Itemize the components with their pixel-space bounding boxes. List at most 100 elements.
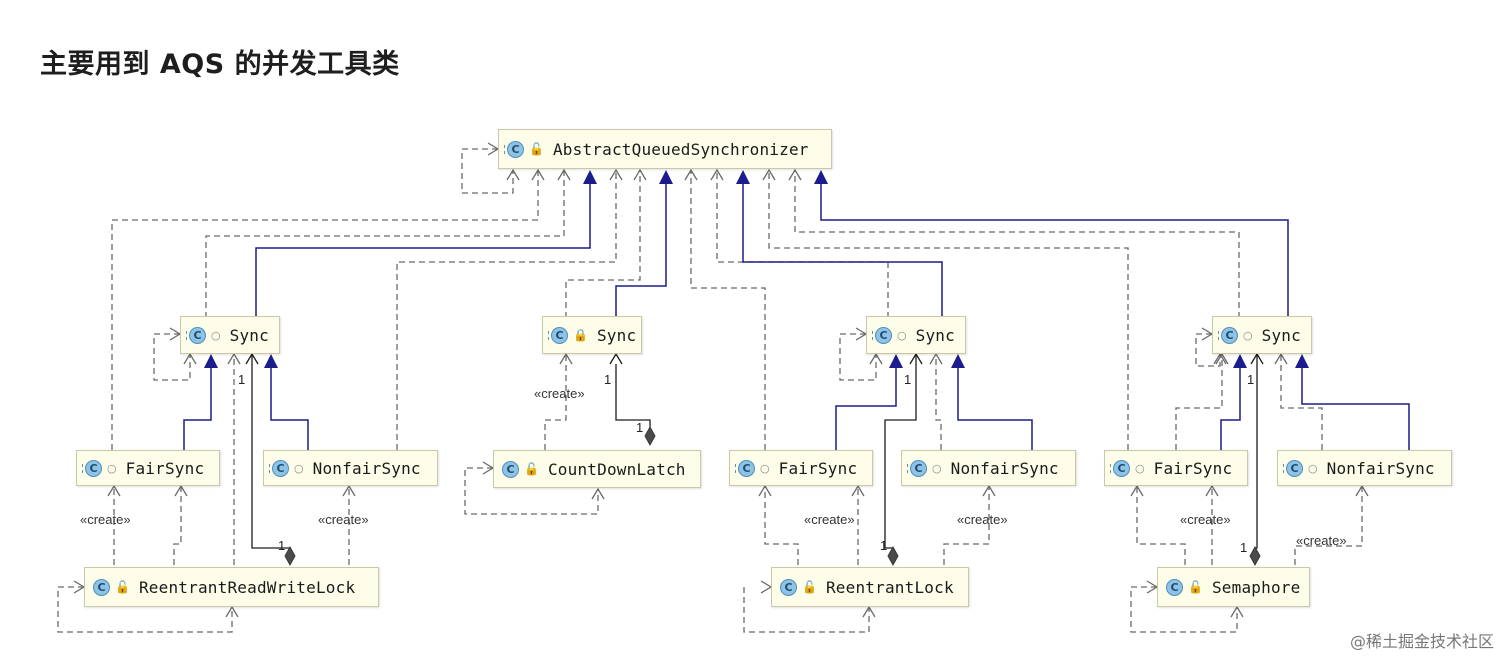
class-name: FairSync: [778, 458, 858, 478]
public-visibility-icon: 🔓: [529, 142, 544, 156]
package-visibility-icon: ○: [294, 461, 304, 475]
abstract-class-icon: C: [872, 326, 892, 344]
dependency-arrowhead: [929, 352, 943, 365]
dependency-arrowhead: [1205, 484, 1219, 497]
dependency-arrowhead: [862, 605, 876, 618]
package-visibility-icon: ○: [107, 461, 117, 475]
multiplicity-label: 1: [880, 538, 888, 553]
composition-diamond: [644, 425, 656, 447]
class-name: FairSync: [125, 458, 205, 478]
dependency-arrowhead: [557, 168, 571, 181]
dependency-arrowhead: [183, 352, 197, 365]
class-icon: C: [1110, 459, 1130, 477]
abstract-class-icon: C: [1218, 326, 1238, 344]
dependency-arrowhead: [1230, 605, 1244, 618]
dependency-arrowheads: [73, 142, 1369, 618]
class-name: AbstractQueuedSynchronizer: [552, 139, 809, 159]
composition-diamond: [887, 545, 899, 567]
countdownlatch-class-box[interactable]: C 🔓 CountDownLatch: [493, 450, 701, 488]
dependency-arrowhead: [982, 484, 996, 497]
inheritance-arrowhead: [814, 170, 828, 184]
public-visibility-icon: 🔓: [1188, 580, 1203, 594]
association-arrowheads: [245, 352, 1264, 365]
dependency-arrowhead: [107, 484, 121, 497]
multiplicity-label: 1: [1247, 372, 1255, 387]
dependency-arrowhead: [633, 168, 647, 181]
association-arrowhead: [1250, 352, 1264, 365]
package-visibility-icon: ○: [760, 461, 770, 475]
class-name: ReentrantReadWriteLock: [138, 577, 356, 597]
dependency-arrowhead: [342, 484, 356, 497]
inheritance-arrowheads: [204, 170, 1309, 368]
package-visibility-icon: ○: [897, 328, 907, 342]
rrwl-nonfairsync-class-box[interactable]: C ○ NonfairSync: [263, 450, 438, 486]
class-name: Semaphore: [1211, 577, 1301, 597]
aqs-class-box[interactable]: C 🔓 AbstractQueuedSynchronizer: [498, 129, 832, 169]
private-lock-icon: 🔒: [573, 328, 588, 342]
dependency-arrowhead: [559, 352, 573, 365]
class-icon: C: [780, 578, 797, 596]
class-icon: C: [1283, 459, 1303, 477]
create-stereotype: «create»: [80, 512, 131, 527]
multiplicity-label: 1: [904, 372, 912, 387]
association-arrowhead: [245, 352, 259, 365]
dependency-arrowhead: [591, 487, 605, 500]
class-icon: C: [82, 459, 102, 477]
class-name: Sync: [596, 325, 637, 345]
package-visibility-icon: ○: [1243, 328, 1253, 342]
dependency-arrowhead: [225, 605, 239, 618]
reentrantlock-class-box[interactable]: C 🔓 ReentrantLock: [771, 567, 969, 607]
inheritance-arrowhead: [264, 354, 278, 368]
dependency-arrowhead: [710, 168, 724, 181]
package-visibility-icon: ○: [1308, 461, 1318, 475]
dependency-lines: [57, 148, 1363, 633]
dependency-arrowhead: [684, 168, 698, 181]
semaphore-class-box[interactable]: C 🔓 Semaphore: [1157, 567, 1310, 607]
public-visibility-icon: 🔓: [115, 580, 130, 594]
abstract-class-icon: C: [186, 326, 206, 344]
inheritance-arrowhead: [951, 354, 965, 368]
dependency-arrowhead: [851, 484, 865, 497]
package-visibility-icon: ○: [211, 328, 221, 342]
composition-diamonds: [284, 425, 1261, 567]
multiplicity-label: 1: [636, 420, 644, 435]
inheritance-arrowhead: [889, 354, 903, 368]
rl-nonfairsync-class-box[interactable]: C ○ NonfairSync: [901, 450, 1076, 486]
association-lines: [251, 354, 1258, 549]
sem-sync-class-box[interactable]: C ○ Sync: [1212, 316, 1312, 354]
create-stereotype: «create»: [957, 512, 1008, 527]
class-name: Sync: [229, 325, 269, 345]
rrwl-fairsync-class-box[interactable]: C ○ FairSync: [76, 450, 220, 486]
dependency-arrowhead: [869, 352, 883, 365]
class-icon: C: [269, 459, 289, 477]
composition-diamond: [284, 545, 296, 567]
package-visibility-icon: ○: [1135, 461, 1145, 475]
class-name: NonfairSync: [1326, 458, 1435, 478]
inheritance-arrowhead: [736, 170, 750, 184]
class-icon: C: [93, 578, 110, 596]
dependency-arrowhead: [1130, 484, 1144, 497]
cdl-sync-class-box[interactable]: C 🔒 Sync: [542, 316, 642, 354]
multiplicity-label: 1: [1240, 540, 1248, 555]
rrwl-sync-class-box[interactable]: C ○ Sync: [180, 316, 280, 354]
page-title: 主要用到 AQS 的并发工具类: [40, 49, 400, 80]
dependency-arrowhead: [174, 484, 188, 497]
rl-sync-class-box[interactable]: C ○ Sync: [866, 316, 966, 354]
class-name: NonfairSync: [950, 458, 1059, 478]
inheritance-arrowhead: [583, 170, 597, 184]
inheritance-arrowhead: [204, 354, 218, 368]
sem-nonfairsync-class-box[interactable]: C ○ NonfairSync: [1277, 450, 1452, 486]
create-stereotype: «create»: [534, 386, 585, 401]
class-name: ReentrantLock: [825, 577, 954, 597]
reentrantreadwritelock-class-box[interactable]: C 🔓 ReentrantReadWriteLock: [84, 567, 379, 607]
class-name: CountDownLatch: [547, 459, 686, 479]
class-icon: C: [735, 459, 755, 477]
abstract-class-icon: C: [504, 140, 524, 158]
sem-fairsync-class-box[interactable]: C ○ FairSync: [1104, 450, 1248, 486]
inheritance-arrowhead: [1233, 354, 1247, 368]
class-icon: C: [548, 326, 568, 344]
dependency-arrowhead: [788, 168, 802, 181]
rl-fairsync-class-box[interactable]: C ○ FairSync: [729, 450, 873, 486]
class-name: Sync: [915, 325, 955, 345]
